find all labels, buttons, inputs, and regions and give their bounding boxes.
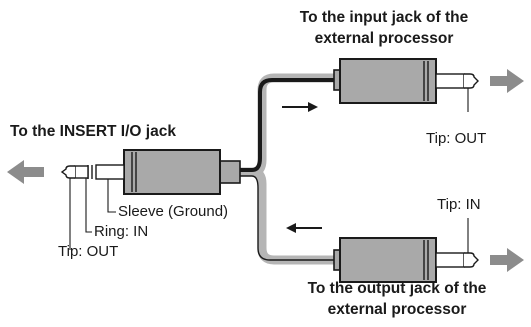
- input-jack-label-line1: To the input jack of the: [299, 9, 469, 26]
- signal-arrows: [282, 102, 322, 233]
- tip-out-left-label: Tip: OUT: [58, 243, 119, 260]
- arrow-right-icon: [308, 102, 318, 112]
- tip-out-top-label: Tip: OUT: [426, 130, 487, 147]
- plug-sleeve-shaft: [95, 164, 125, 180]
- cable-shield-top: [238, 73, 334, 177]
- plug-body-top: [339, 58, 437, 104]
- arrow-left-icon: [286, 223, 296, 233]
- output-plug: [333, 218, 479, 283]
- output-jack-label: To the output jack of the external proce…: [266, 281, 528, 317]
- output-jack-label-line1: To the output jack of the: [307, 280, 487, 297]
- cable-shield-bottom: [238, 167, 334, 265]
- plug-body-bottom: [339, 237, 437, 283]
- cable-core-top: [238, 78, 334, 172]
- plug-body: [123, 149, 221, 195]
- ring-label: Ring: IN: [94, 223, 149, 240]
- right-arrow-icon: [490, 248, 524, 272]
- input-jack-label: To the input jack of the external proces…: [274, 10, 494, 46]
- leader-lines-left: [69, 178, 116, 250]
- insert-plug: [60, 149, 241, 195]
- input-jack-label-line2: external processor: [314, 29, 454, 47]
- plug-tip: [60, 165, 75, 179]
- tip-in-label: Tip: IN: [437, 196, 481, 213]
- y-cable: [238, 73, 334, 265]
- left-arrow-icon: [7, 160, 44, 184]
- sleeve-label: Sleeve (Ground): [118, 203, 229, 220]
- insert-jack-label: To the INSERT I/O jack: [10, 123, 176, 140]
- plug-ring: [74, 165, 89, 179]
- cable-core-bottom: [240, 175, 334, 261]
- input-plug: [333, 58, 479, 112]
- right-arrow-icon: [490, 69, 524, 93]
- gray-arrows: [7, 69, 524, 272]
- output-jack-label-line2: external processor: [327, 300, 467, 318]
